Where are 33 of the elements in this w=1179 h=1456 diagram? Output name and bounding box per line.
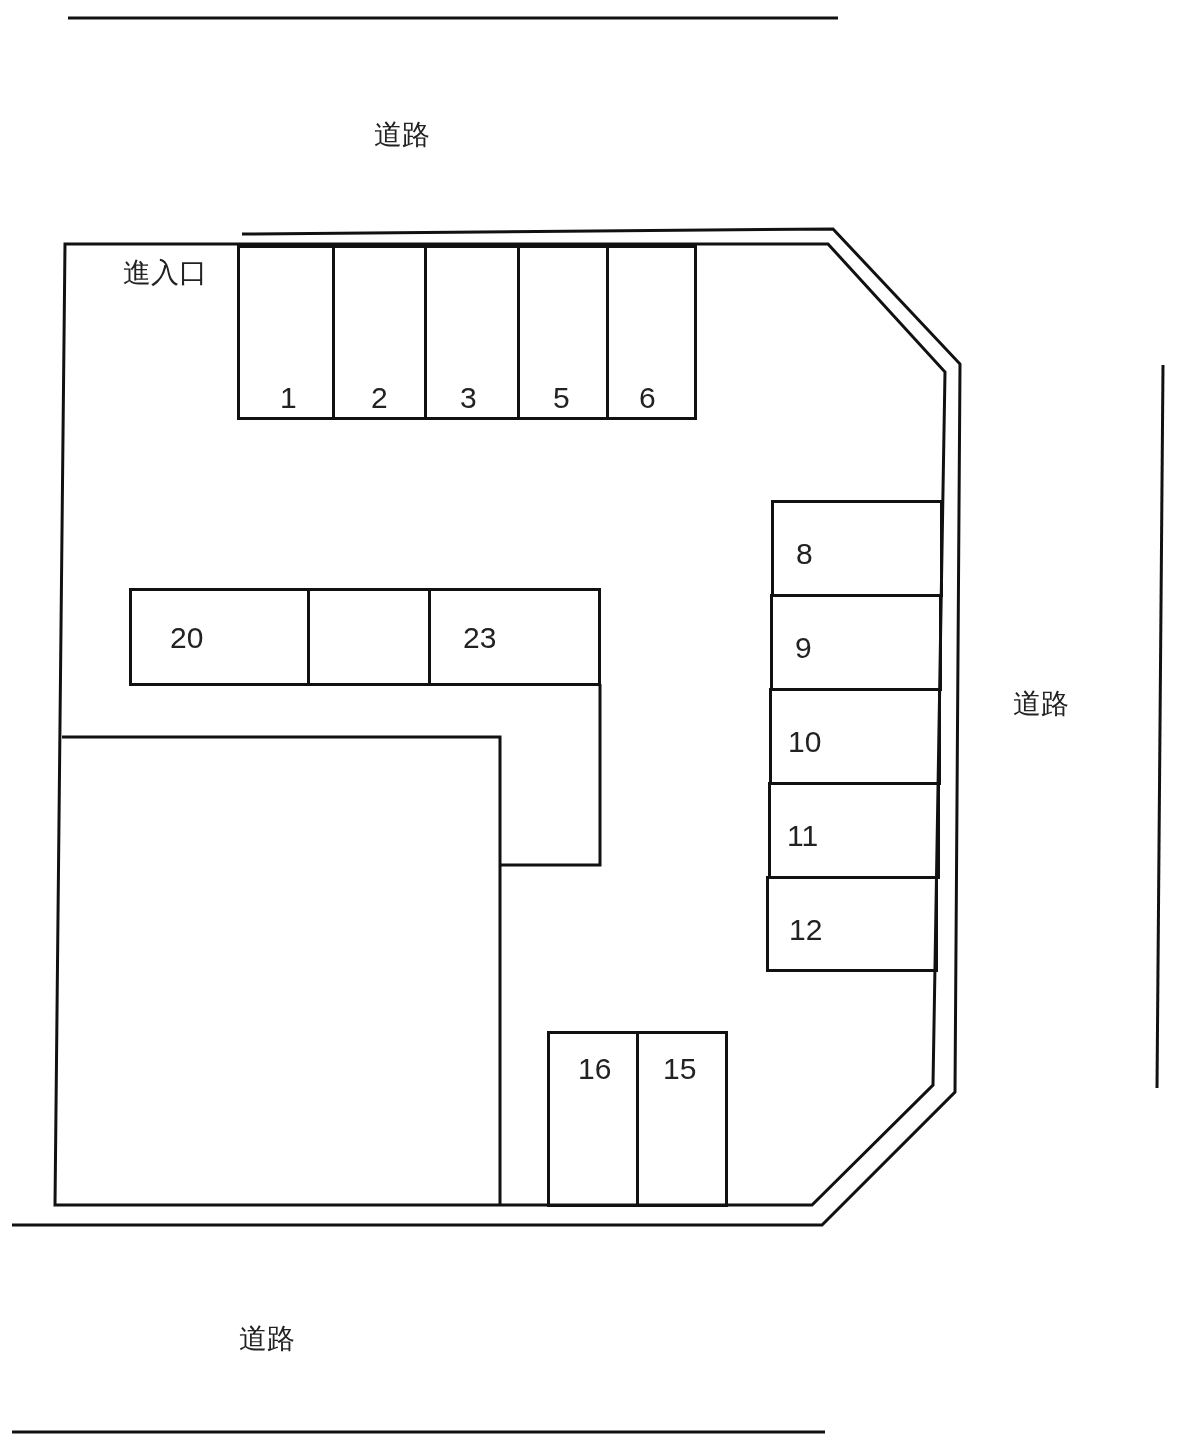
space-number: 9 bbox=[795, 633, 812, 663]
parking-space bbox=[770, 594, 942, 691]
space-number: 23 bbox=[463, 623, 497, 653]
space-number: 11 bbox=[787, 821, 819, 851]
parking-space bbox=[307, 588, 431, 686]
parking-space bbox=[237, 245, 335, 420]
parking-space bbox=[424, 245, 520, 420]
parking-space bbox=[129, 588, 310, 686]
space-number: 16 bbox=[578, 1054, 612, 1084]
space-number: 20 bbox=[170, 623, 204, 653]
space-number: 2 bbox=[371, 383, 388, 413]
parking-space bbox=[517, 245, 609, 420]
parking-space bbox=[428, 588, 601, 686]
space-number: 6 bbox=[639, 383, 656, 413]
space-number: 12 bbox=[789, 915, 823, 945]
parking-space bbox=[606, 245, 697, 420]
space-number: 8 bbox=[796, 539, 813, 569]
space-number: 10 bbox=[788, 727, 822, 757]
parking-space bbox=[766, 876, 938, 972]
space-number: 3 bbox=[460, 383, 477, 413]
road-label: 道路 bbox=[239, 1325, 295, 1353]
road-label: 道路 bbox=[374, 121, 430, 149]
parking-space bbox=[332, 245, 427, 420]
entrance-label: 進入口 bbox=[123, 259, 207, 287]
parking-space bbox=[547, 1031, 639, 1207]
parking-space bbox=[636, 1031, 728, 1207]
road-label: 道路 bbox=[1013, 690, 1069, 718]
parking-space bbox=[769, 688, 941, 785]
parking-space bbox=[768, 782, 940, 879]
space-number: 1 bbox=[280, 383, 297, 413]
space-number: 15 bbox=[663, 1054, 697, 1084]
space-number: 5 bbox=[553, 383, 570, 413]
parking-space bbox=[771, 500, 943, 597]
